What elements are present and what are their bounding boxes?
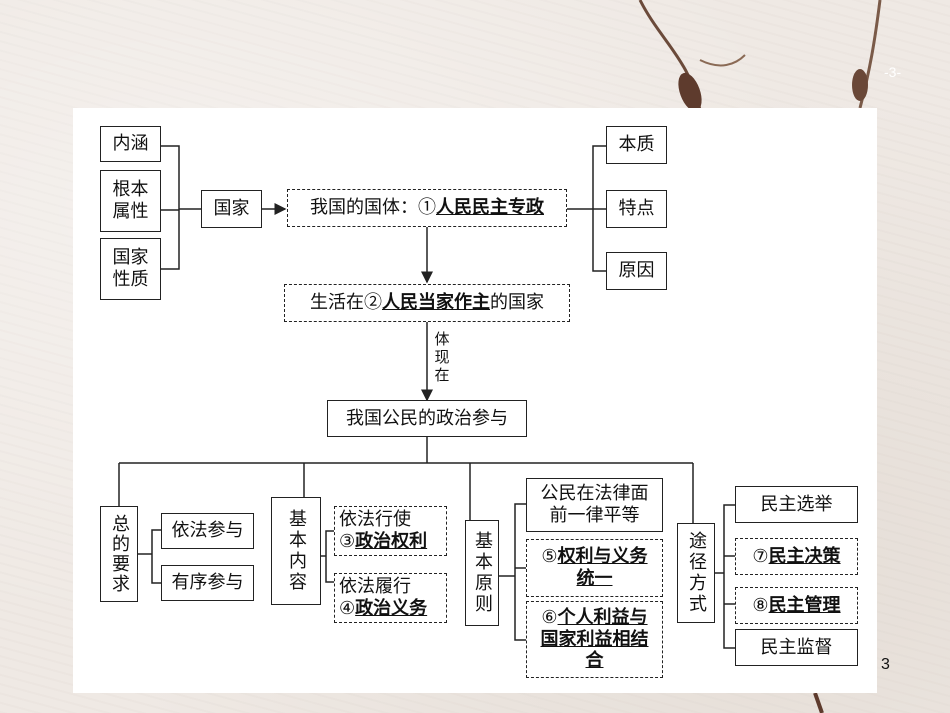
page-number: 3 (881, 656, 890, 673)
principle-item-tongyi: ⑤权利与义务统一 (526, 539, 663, 597)
guojia-box: 国家 (201, 190, 262, 228)
content-item-quanli-line1: 依法行使 (339, 509, 411, 531)
tujing-item-guanli-prefix: ⑧ (752, 594, 769, 616)
principle-item-liyi-answer: 个人利益与国家利益相结合 (540, 606, 649, 672)
life-suffix: 的国家 (490, 292, 544, 314)
life-answer: 人民当家作主 (382, 292, 490, 314)
tujing-item-jiandu: 民主监督 (735, 629, 858, 666)
tujing-item-guanli-answer: 民主管理 (768, 594, 841, 616)
right-item-tedian: 特点 (606, 190, 667, 228)
tujing-item-juece-prefix: ⑦ (752, 545, 769, 567)
principle-item-tongyi-answer: 权利与义务统一 (557, 546, 648, 589)
content-item-quanli-answer: 政治权利 (355, 531, 428, 552)
guoti-answer: 人民民主专政 (436, 197, 544, 219)
life-prefix: 生活在② (310, 292, 382, 314)
zong-item-yifa: 依法参与 (161, 513, 254, 549)
tujing-item-xuanju: 民主选举 (735, 486, 858, 523)
left-item-neihan: 内涵 (100, 126, 161, 162)
zong-yaoqiu-label: 总的要求 (100, 506, 138, 602)
tujing-fangshi-label: 途径方式 (677, 523, 715, 623)
principle-item-tongyi-prefix: ⑤ (541, 546, 558, 568)
principle-item-liyi-prefix: ⑥ (541, 606, 558, 628)
content-item-yiwu-prefix: ④ (339, 598, 356, 619)
jiben-neirong-label: 基本内容 (271, 497, 321, 605)
right-item-yuanyin: 原因 (606, 252, 667, 290)
jiben-yuanze-label: 基本原则 (465, 520, 499, 626)
guoti-prefix: 我国的国体：① (310, 197, 436, 219)
content-item-yiwu-line1: 依法履行 (339, 576, 411, 598)
left-item-genben-shuxing: 根本 属性 (100, 170, 161, 232)
content-item-quanli-prefix: ③ (339, 531, 356, 552)
content-item-quanli: 依法行使 ③政治权利 (334, 506, 447, 556)
right-item-benzhi: 本质 (606, 126, 667, 164)
content-item-yiwu-answer: 政治义务 (355, 598, 428, 619)
zong-item-youxu: 有序参与 (161, 565, 254, 601)
principle-item-pingdeng: 公民在法律面前一律平等 (526, 478, 663, 532)
tixian-label: 体现在 (434, 330, 450, 384)
page-top-marker: -3- (884, 64, 902, 80)
content-item-yiwu: 依法履行 ④政治义务 (334, 573, 447, 623)
center-box: 我国公民的政治参与 (327, 400, 527, 437)
left-item-guojia-xingzhi: 国家 性质 (100, 238, 161, 300)
tujing-item-juece-answer: 民主决策 (768, 545, 841, 567)
principle-item-liyi: ⑥个人利益与国家利益相结合 (526, 601, 663, 678)
